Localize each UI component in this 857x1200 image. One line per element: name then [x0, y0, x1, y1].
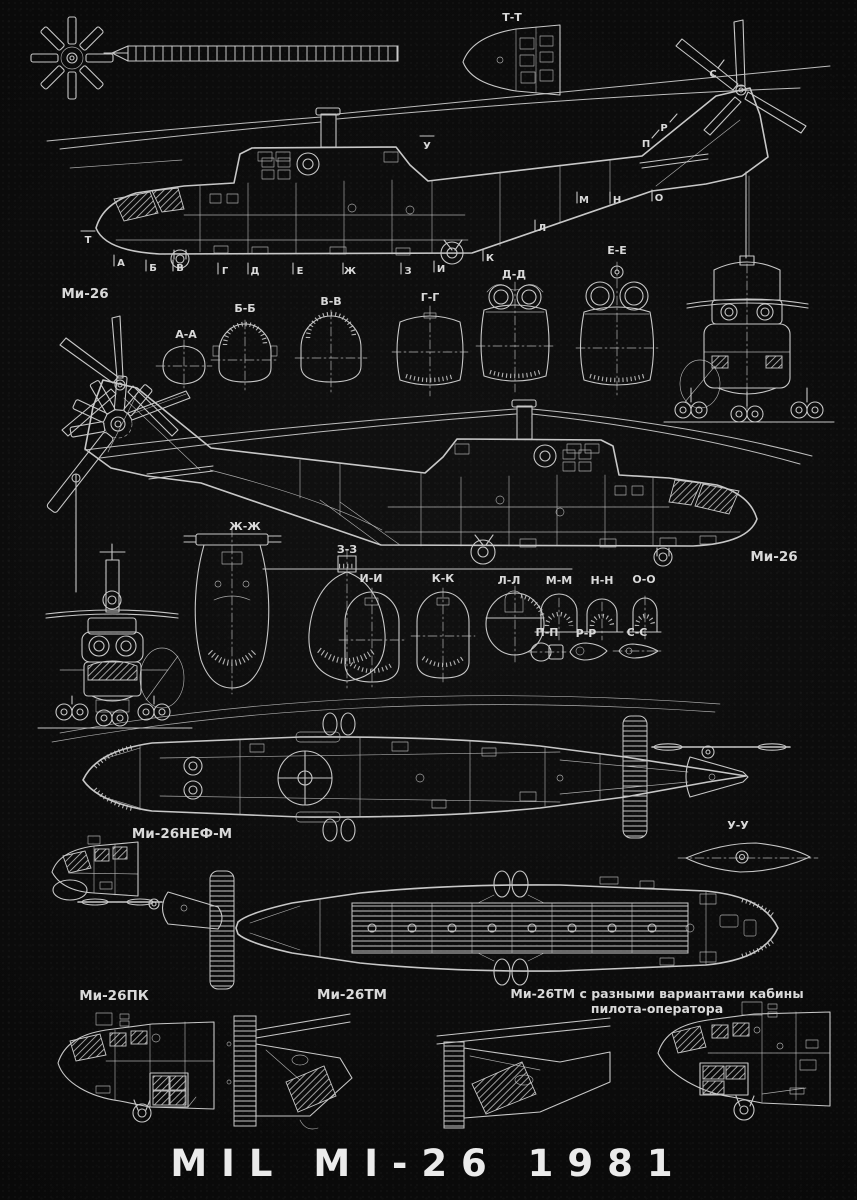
station-o: О — [655, 193, 664, 204]
section-label-vv: В-В — [320, 295, 341, 308]
section-label-ss: С-С — [627, 626, 648, 639]
section-view-mm: М-М — [534, 574, 584, 641]
section-view-kk: К-К — [410, 572, 476, 685]
variant-label-nef-m: Ми-26НЕФ-М — [132, 826, 232, 842]
nef-m-nose-view — [51, 835, 139, 901]
section-view-ss: С-С — [612, 626, 665, 659]
section-label-ll: Л-Л — [498, 574, 521, 587]
section-label-ee: Е-Е — [607, 244, 627, 257]
section-view-ii: И-И — [338, 572, 406, 691]
section-view-ll: Л-Л — [485, 574, 546, 663]
variant-note-line1: Ми-26ТМ с разными вариантами кабины — [510, 986, 803, 1001]
section-view-tt: Т-Т — [462, 11, 561, 96]
front-view-left — [37, 543, 193, 729]
section-view-aa: А-А — [127, 328, 213, 421]
section-label-rr: Р-Р — [576, 627, 597, 640]
station-u: У — [423, 141, 431, 152]
variant-note-line2: пилота-оператора — [591, 1001, 723, 1016]
station-g: Г — [222, 266, 229, 277]
station-p: П — [642, 139, 650, 150]
pk-nose-view — [57, 1012, 215, 1123]
station-b: Б — [149, 263, 157, 274]
tail-rotor-side1 — [675, 19, 807, 136]
front-view-right — [663, 171, 835, 423]
station-m: М — [579, 195, 589, 206]
section-label-uu: У-У — [727, 819, 749, 832]
section-label-dd: Д-Д — [502, 268, 526, 281]
side-view-main: У — [46, 19, 831, 302]
station-e: Е — [297, 266, 304, 277]
section-view-gg: Г-Г — [391, 291, 469, 397]
section-label-zz: З-З — [337, 543, 357, 556]
station-r: Р — [660, 123, 667, 134]
station-k: К — [486, 253, 495, 264]
station-n: Н — [613, 195, 621, 206]
variant-label-tm: Ми-26ТМ — [317, 987, 387, 1003]
station-marks-side1: Т А Б В Г Д Е Ж З И К Л М Н О — [80, 189, 664, 277]
section-label-bb: Б-Б — [234, 302, 255, 315]
blade-edge-hub — [71, 473, 81, 483]
station-t: Т — [85, 235, 92, 246]
model-label-main: Ми-26 — [61, 286, 108, 302]
station-i: И — [437, 264, 445, 275]
section-label-zhzh: Ж-Ж — [229, 520, 261, 533]
station-zh: Ж — [344, 266, 357, 277]
section-label-oo: О-О — [632, 573, 655, 586]
top-view-main: Ми-26НЕФ-М — [51, 695, 791, 842]
station-z: З — [404, 266, 411, 277]
tm-cab-view-b — [436, 1017, 611, 1129]
tm-cab-view-a — [226, 1013, 353, 1130]
section-label-aa: А-А — [175, 328, 197, 341]
section-label-nn: Н-Н — [591, 574, 614, 587]
section-view-uu: У-У — [677, 819, 819, 873]
section-view-zhzh: Ж-Ж — [183, 520, 282, 695]
section-label-pp: П-П — [536, 626, 559, 639]
section-label-mm: М-М — [546, 574, 572, 587]
station-d: Д — [251, 266, 260, 277]
top-view-cabin — [77, 870, 779, 990]
section-label-ii: И-И — [360, 572, 383, 585]
main-rotor-blade-plan — [103, 45, 399, 62]
section-view-zz: З-З — [308, 543, 386, 689]
section-view-vv: В-В — [294, 295, 368, 393]
station-l: Л — [538, 223, 546, 234]
poster-title: MIL MI-26 1981 — [170, 1142, 687, 1185]
tm-chin-cab-nose-view — [657, 1001, 831, 1121]
model-label-second: Ми-26 — [750, 549, 797, 565]
side-view-second: Ми-26 — [59, 315, 813, 570]
section-label-tt: Т-Т — [502, 11, 522, 24]
section-label-kk: К-К — [432, 572, 455, 585]
section-view-pp: П-П — [527, 626, 567, 662]
section-view-bb: Б-Б — [210, 302, 280, 391]
main-rotor-hub-plan — [30, 16, 114, 100]
tail-rotor-side2 — [59, 315, 179, 437]
station-s: С — [709, 69, 716, 80]
variant-label-pk: Ми-26ПК — [79, 988, 149, 1004]
station-marks-tail-pylon: П Р С — [642, 59, 725, 150]
section-label-gg: Г-Г — [421, 291, 440, 304]
section-view-dd: Д-Д — [475, 268, 555, 393]
station-v: В — [176, 263, 184, 274]
section-view-oo: О-О — [626, 573, 662, 641]
section-view-nn: Н-Н — [580, 574, 624, 641]
rotor-head-plan — [46, 375, 153, 513]
blade-station-mark-u: У — [419, 135, 435, 152]
section-view-rr: Р-Р — [569, 627, 608, 661]
section-view-ee: Е-Е — [575, 244, 659, 397]
station-a: А — [117, 258, 125, 269]
